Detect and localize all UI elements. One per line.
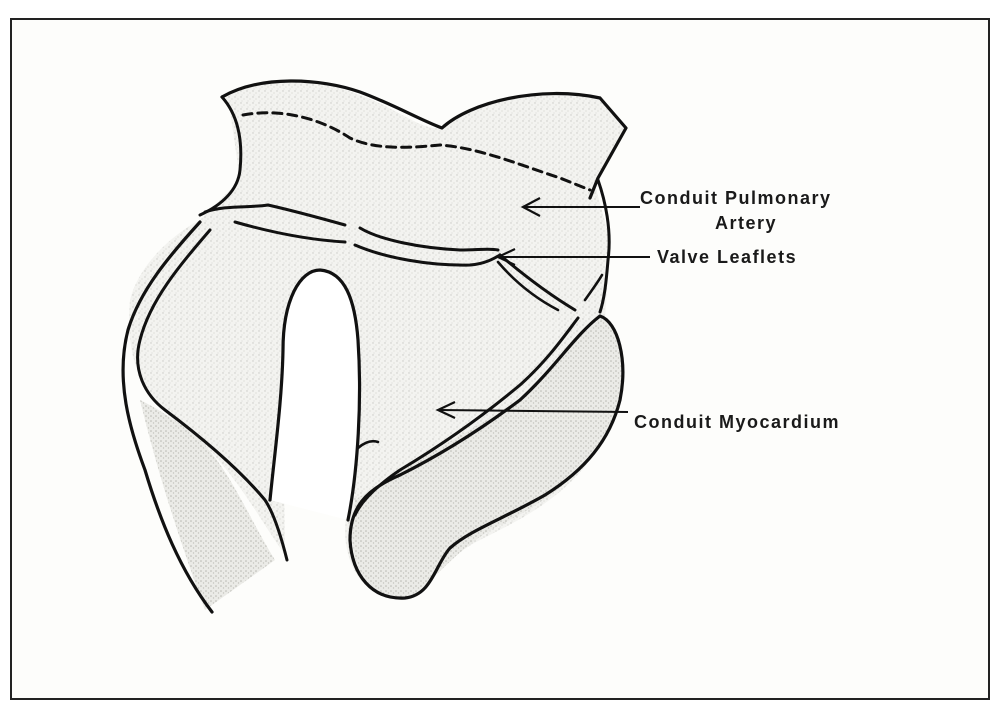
label-valve-leaflets: Valve Leaflets: [657, 247, 797, 268]
label-conduit-myocardium: Conduit Myocardium: [634, 412, 840, 433]
label-artery: Artery: [715, 213, 777, 234]
label-conduit-pulmonary: Conduit Pulmonary: [640, 188, 832, 209]
